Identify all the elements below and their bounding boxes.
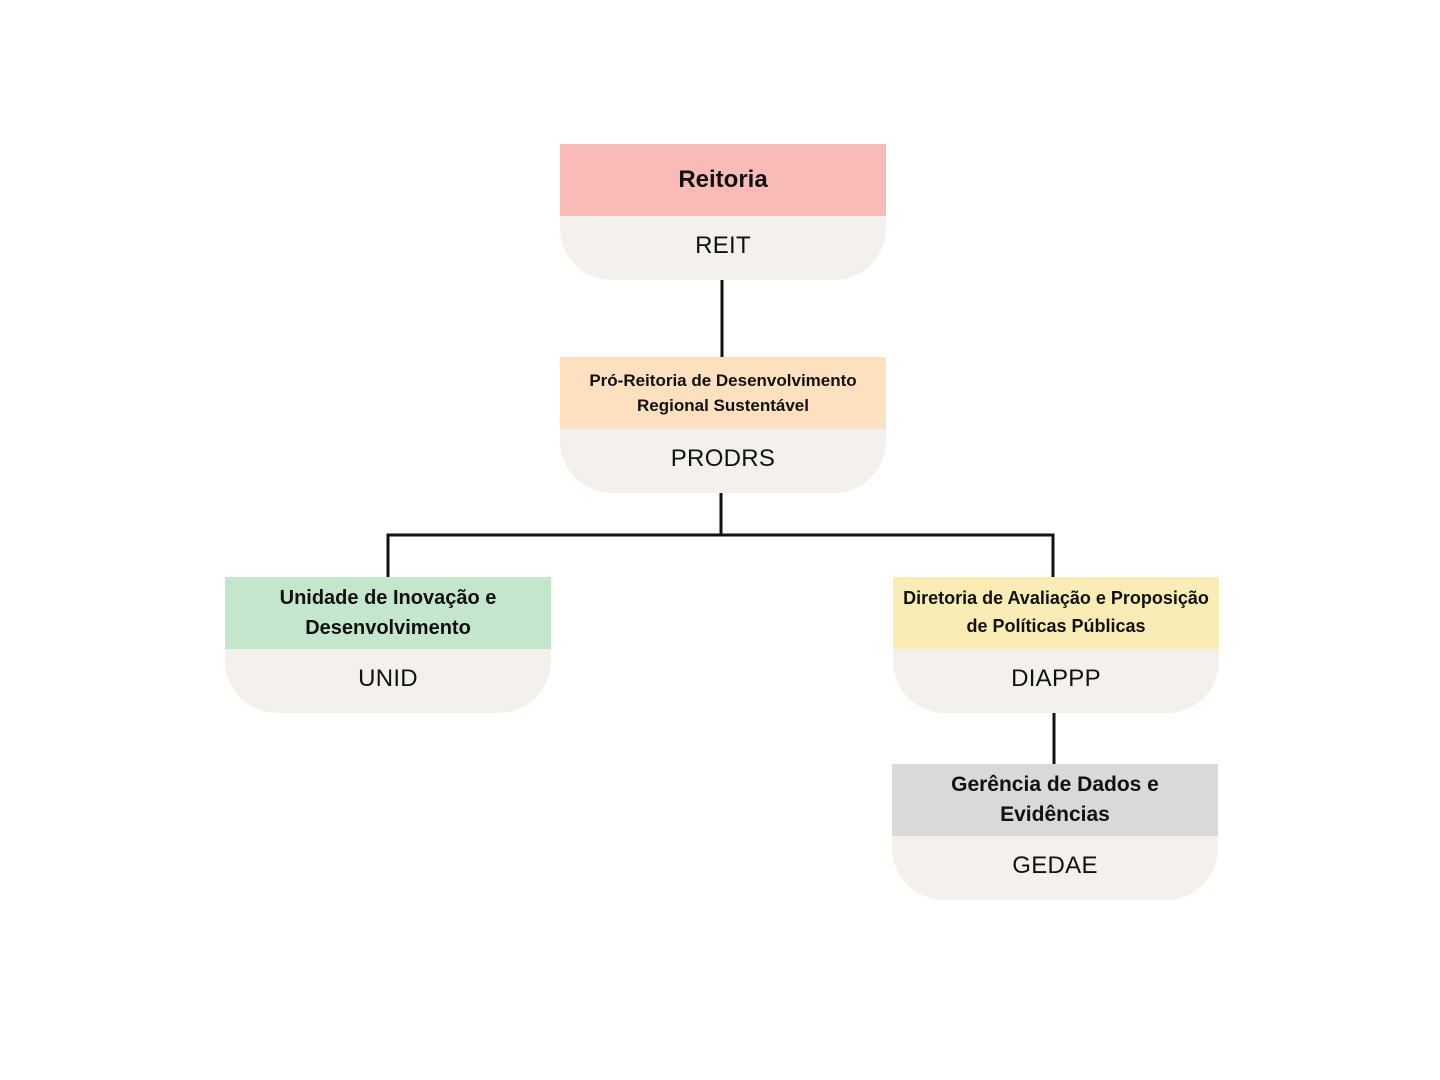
node-code-reit: REIT bbox=[695, 232, 751, 259]
org-node-gedae: Gerência de Dados e Evidências GEDAE bbox=[892, 764, 1218, 900]
node-title-unid: Unidade de Inovação e Desenvolvimento bbox=[225, 577, 551, 649]
node-title-reit: Reitoria bbox=[560, 144, 886, 216]
node-code-prodrs: PRODRS bbox=[670, 445, 776, 472]
org-node-diappp: Diretoria de Avaliação e Proposição de P… bbox=[893, 577, 1219, 713]
node-code-diappp: DIAPPP bbox=[1011, 665, 1101, 692]
org-node-prodrs: Pró-Reitoria de Desenvolvimento Regional… bbox=[560, 357, 886, 493]
node-code-unid: UNID bbox=[358, 665, 418, 692]
node-title-gedae: Gerência de Dados e Evidências bbox=[892, 764, 1218, 836]
node-title-prodrs: Pró-Reitoria de Desenvolvimento Regional… bbox=[560, 357, 886, 429]
org-node-reit: Reitoria REIT bbox=[560, 144, 886, 280]
org-node-unid: Unidade de Inovação e Desenvolvimento UN… bbox=[225, 577, 551, 713]
node-title-diappp: Diretoria de Avaliação e Proposição de P… bbox=[893, 577, 1219, 649]
node-code-gedae: GEDAE bbox=[1012, 852, 1098, 879]
